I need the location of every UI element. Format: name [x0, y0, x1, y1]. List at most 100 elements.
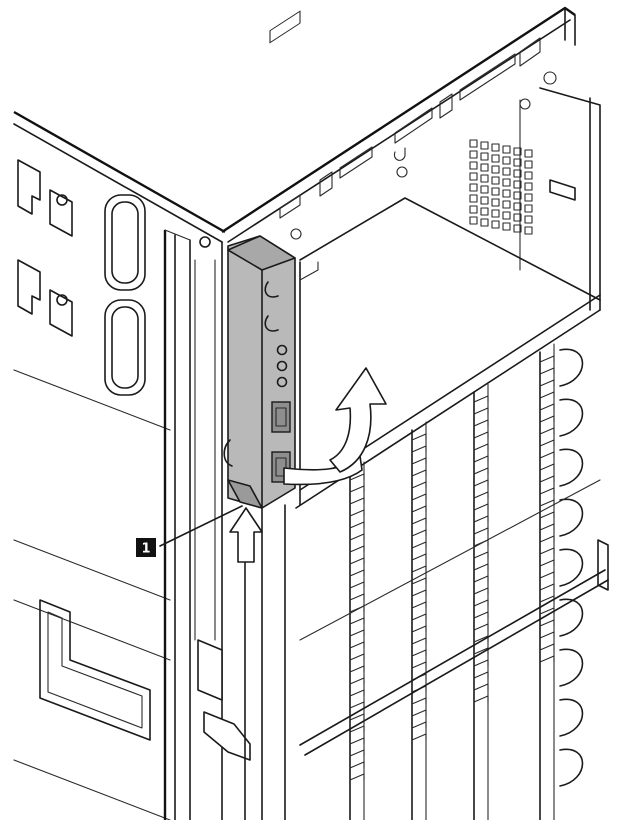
bay-rib: [349, 509, 365, 517]
vent-hole: [524, 149, 533, 158]
bay-rib: [539, 583, 555, 591]
module-cable: [283, 455, 363, 486]
bay-rib: [473, 695, 489, 703]
bay-rib: [349, 725, 365, 733]
bay-rib: [349, 557, 365, 565]
bay-rib: [411, 697, 427, 705]
vent-hole: [524, 215, 533, 224]
vent-hole: [502, 167, 511, 176]
bay-rib: [473, 419, 489, 427]
bay-rib: [473, 431, 489, 439]
bay-rib: [411, 613, 427, 621]
vent-hole: [491, 165, 500, 174]
vent-hole: [480, 196, 489, 205]
bay-rib: [349, 581, 365, 589]
bay-rib: [473, 563, 489, 571]
fan-blade-outline: [559, 448, 584, 487]
vent-hole: [502, 156, 511, 165]
callout-label: 1: [141, 542, 150, 557]
bay-rib: [411, 517, 427, 525]
bay-rib: [349, 713, 365, 721]
vent-hole: [480, 152, 489, 161]
bay-rib: [411, 469, 427, 477]
bay-rib: [349, 545, 365, 553]
bay-rib: [411, 553, 427, 561]
bay-rib: [411, 541, 427, 549]
bay-rib: [349, 521, 365, 529]
bay-rib: [539, 427, 555, 435]
vent-hole: [491, 187, 500, 196]
bay-rib: [473, 395, 489, 403]
vent-hole: [491, 154, 500, 163]
bay-rib: [349, 485, 365, 493]
vent-hole: [480, 207, 489, 216]
bay-rib: [473, 575, 489, 583]
bay-rib: [473, 479, 489, 487]
vent-hole: [469, 172, 478, 181]
bay-rib: [411, 601, 427, 609]
bay-rib: [411, 625, 427, 633]
bay-rib: [473, 587, 489, 595]
bay-rib: [473, 455, 489, 463]
bay-rib: [473, 551, 489, 559]
bay-rib: [473, 527, 489, 535]
vent-hole: [513, 158, 522, 167]
bay-rib: [539, 367, 555, 375]
bay-rib: [411, 637, 427, 645]
bay-rib: [539, 547, 555, 555]
vent-hole: [513, 147, 522, 156]
vent-hole: [480, 218, 489, 227]
bay-rib: [411, 445, 427, 453]
fan-blade-outline: [559, 648, 584, 687]
bay-rib: [473, 683, 489, 691]
bay-rib: [349, 665, 365, 673]
bay-rib: [539, 643, 555, 651]
bay-rib: [539, 463, 555, 471]
callout-box: [136, 538, 156, 557]
bay-rib: [473, 599, 489, 607]
vent-hole: [491, 198, 500, 207]
vent-hole: [469, 139, 478, 148]
bay-rib: [473, 623, 489, 631]
vent-hole: [513, 224, 522, 233]
fan-blade-outline: [559, 548, 584, 587]
vent-hole: [480, 141, 489, 150]
bay-rib: [349, 569, 365, 577]
bay-rib: [349, 473, 365, 481]
bay-rib: [539, 391, 555, 399]
bay-rib: [411, 589, 427, 597]
bay-rib: [411, 505, 427, 513]
fan-blade-outline: [559, 348, 584, 387]
vent-hole: [524, 204, 533, 213]
bay-rib: [411, 457, 427, 465]
vent-hole: [513, 202, 522, 211]
vent-hole: [524, 193, 533, 202]
bay-rib: [539, 571, 555, 579]
bay-rib: [349, 629, 365, 637]
bay-rib: [473, 443, 489, 451]
bay-rib: [539, 523, 555, 531]
vent-hole: [480, 185, 489, 194]
bay-rib: [473, 611, 489, 619]
chassis-top: [221, 6, 576, 243]
bay-rib: [539, 559, 555, 567]
bay-rib: [349, 761, 365, 769]
bay-rib: [411, 529, 427, 537]
bay-rib: [539, 619, 555, 627]
fan-blade-outline: [559, 698, 584, 737]
bay-rib: [539, 511, 555, 519]
bay-rib: [411, 433, 427, 441]
vent-hole: [524, 160, 533, 169]
vent-hole: [502, 222, 511, 231]
bay-rib: [473, 467, 489, 475]
bay-rib: [473, 491, 489, 499]
vent-hole: [469, 205, 478, 214]
bay-rib: [539, 655, 555, 663]
bay-rib: [349, 641, 365, 649]
bay-rib: [349, 773, 365, 781]
vent-hole: [480, 163, 489, 172]
vent-hole: [502, 178, 511, 187]
vent-hole: [513, 180, 522, 189]
bay-rib: [349, 593, 365, 601]
